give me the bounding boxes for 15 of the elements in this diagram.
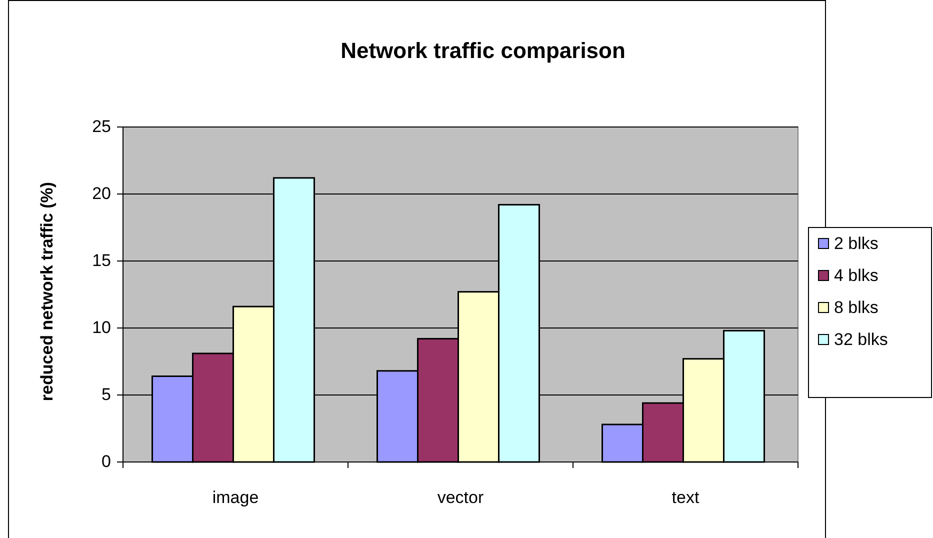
y-tick-label: 5: [100, 386, 111, 403]
y-tick-label: 20: [91, 185, 111, 202]
x-tick-label: image: [211, 489, 260, 506]
y-tick-label: 25: [91, 118, 111, 135]
chart-title: Network traffic comparison: [340, 37, 626, 65]
legend-label: 32 blks: [834, 331, 888, 348]
y-tick-label: 10: [91, 319, 111, 336]
legend-label: 8 blks: [834, 299, 878, 316]
y-tick-label: 0: [100, 453, 111, 470]
x-tick-label: text: [670, 489, 700, 506]
legend-label: 2 blks: [834, 235, 878, 252]
y-axis-title: reduced network traffic (%): [38, 180, 56, 404]
legend-label: 4 blks: [834, 267, 878, 284]
y-tick-label: 15: [91, 252, 111, 269]
x-tick-label: vector: [436, 489, 485, 506]
